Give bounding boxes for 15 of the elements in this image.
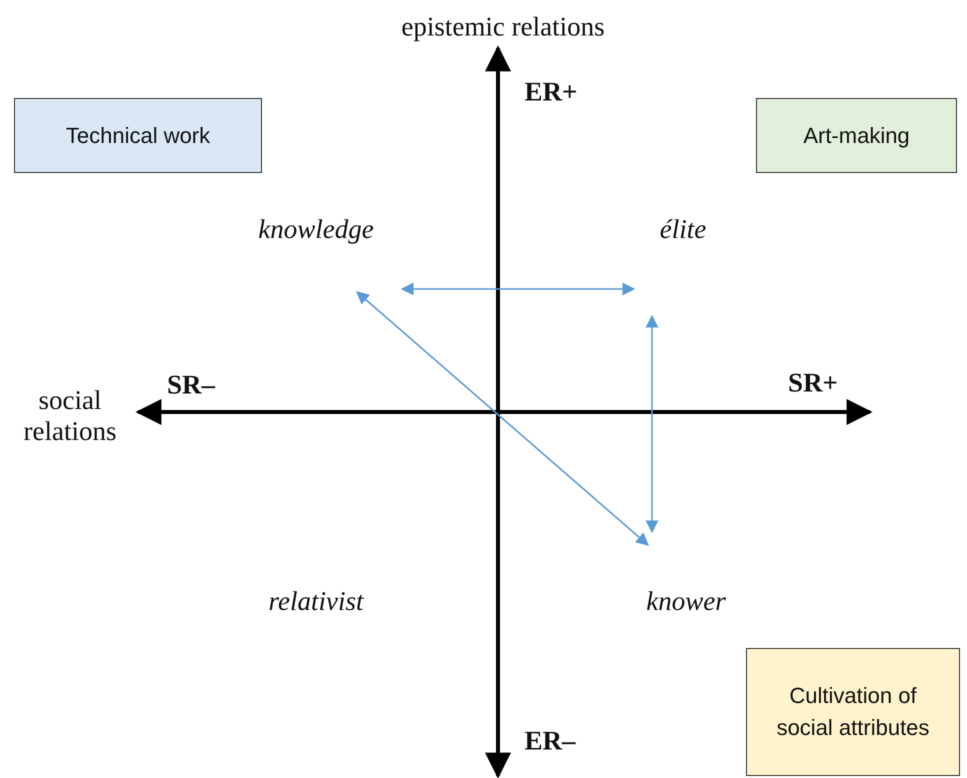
quadrant-label: relativist: [248, 582, 384, 622]
category-box: Cultivation of social attributes: [746, 648, 960, 776]
double-arrow: [646, 314, 658, 534]
category-box: Art-making: [756, 98, 957, 173]
quadrant-label: knower: [630, 582, 742, 622]
pole-label: ER–: [524, 726, 576, 756]
category-box: Technical work: [14, 98, 262, 173]
double-arrow: [400, 282, 636, 296]
quadrant-label: knowledge: [240, 210, 392, 250]
pole-label: ER+: [524, 76, 578, 108]
quadrant-label: élite: [650, 210, 716, 250]
axis-title: epistemic relations: [401, 12, 605, 42]
double-arrow: [356, 291, 649, 546]
pole-label: SR+: [788, 368, 838, 398]
pole-label: SR–: [167, 370, 215, 400]
